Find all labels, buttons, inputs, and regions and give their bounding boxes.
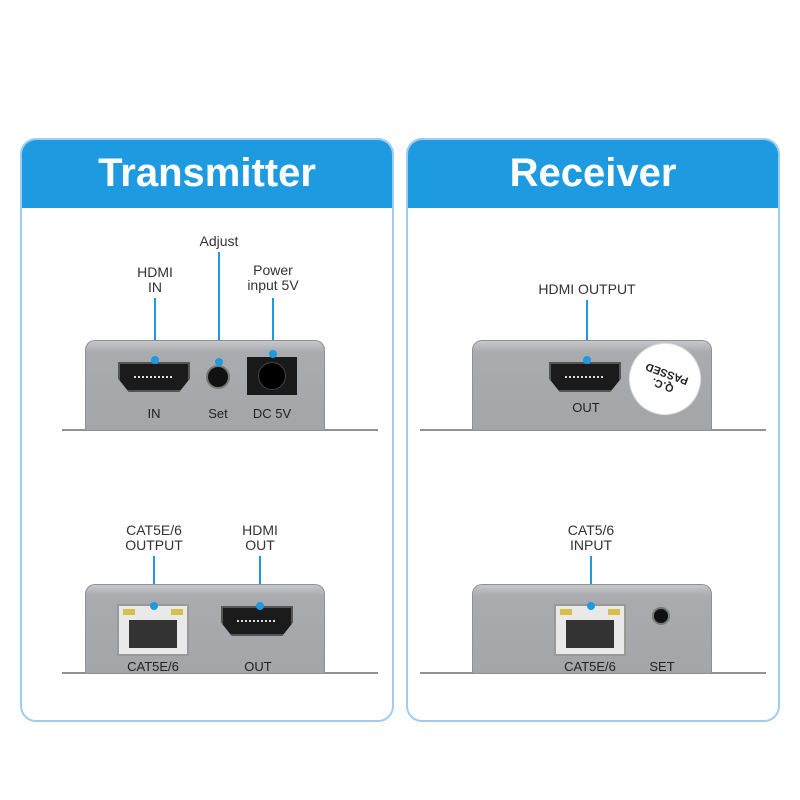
callout-line [154, 298, 156, 358]
port-label-cat: CAT5E/6 [127, 659, 179, 674]
hdmi-out-port [221, 606, 293, 636]
power-callout: Power input 5V [247, 262, 299, 293]
port-label-out: OUT [244, 659, 272, 674]
callout-line [272, 298, 274, 350]
hdmi-in-port [118, 362, 190, 392]
cat-input-callout: CAT5/6 INPUT [567, 522, 615, 553]
set-button [206, 365, 230, 389]
callout-line [590, 556, 592, 606]
rj45-port [117, 604, 189, 656]
callout-dot [151, 356, 159, 364]
dc-power-jack [247, 357, 297, 395]
callout-dot [587, 602, 595, 610]
hdmi-in-callout: HDMI IN [137, 264, 173, 295]
hdmi-out-port [549, 362, 621, 392]
port-label-in: IN [147, 406, 161, 421]
shelf-line [62, 429, 378, 431]
callout-dot [269, 350, 277, 358]
callout-dot [583, 356, 591, 364]
rj45-port [554, 604, 626, 656]
port-label-set: SET [649, 659, 675, 674]
receiver-title: Receiver [408, 140, 778, 208]
shelf-line [62, 672, 378, 674]
adjust-callout: Adjust [199, 233, 239, 249]
port-label-cat: CAT5E/6 [564, 659, 616, 674]
port-label-dc: DC 5V [252, 406, 292, 421]
shelf-line [420, 672, 766, 674]
shelf-line [420, 429, 766, 431]
cat-output-callout: CAT5E/6 OUTPUT [125, 522, 183, 553]
callout-line [218, 252, 220, 360]
callout-dot [150, 602, 158, 610]
set-button [652, 607, 670, 625]
callout-line [586, 300, 588, 358]
callout-dot [256, 602, 264, 610]
port-label-set: Set [208, 406, 228, 421]
callout-line [259, 556, 261, 606]
hdmi-output-callout: HDMI OUTPUT [538, 281, 636, 297]
hdmi-out-callout: HDMI OUT [242, 522, 278, 553]
port-label-out: OUT [572, 400, 600, 415]
callout-line [153, 556, 155, 606]
callout-dot [215, 358, 223, 366]
transmitter-title: Transmitter [22, 140, 392, 208]
